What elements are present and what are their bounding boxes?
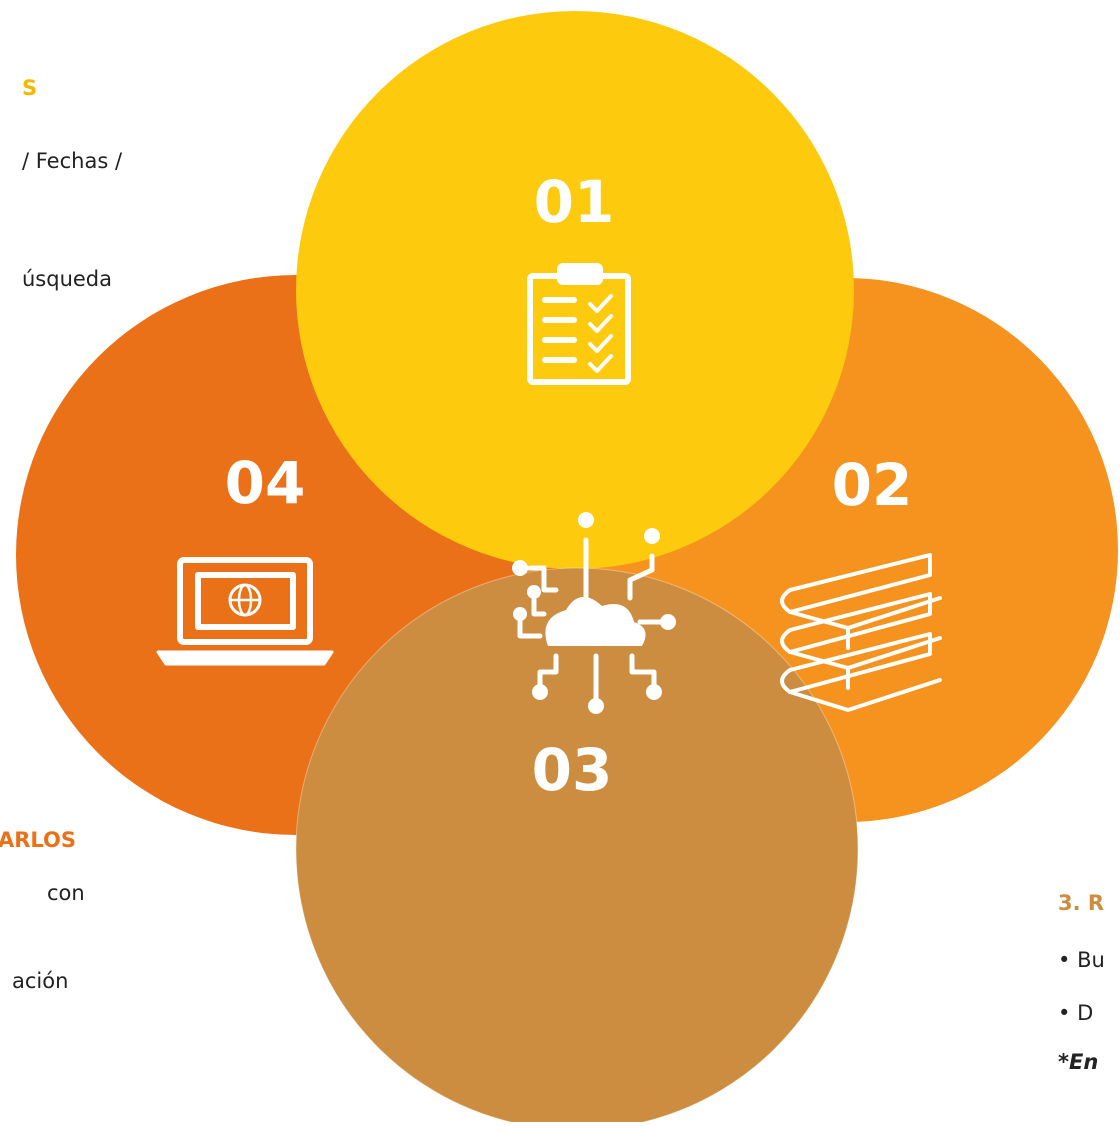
circle-03-number: 03 bbox=[532, 736, 613, 804]
circle-01 bbox=[296, 11, 854, 569]
circle-04-number: 04 bbox=[225, 449, 306, 517]
right-heading: 3. R bbox=[1058, 891, 1105, 915]
circle-03 bbox=[296, 568, 858, 1126]
bottom-left-line-1: con bbox=[47, 881, 85, 905]
right-note: *En bbox=[1058, 1050, 1099, 1074]
circle-02-number: 02 bbox=[832, 451, 913, 519]
clipboard-checklist-icon bbox=[527, 263, 631, 385]
bottom-left-line-2: ación bbox=[12, 969, 69, 993]
right-bullet-1: • Bu bbox=[1058, 948, 1105, 972]
top-left-line-1: / Fechas / bbox=[22, 149, 123, 173]
right-bullet-1-text: Bu bbox=[1077, 948, 1105, 972]
top-left-heading: S bbox=[22, 76, 38, 100]
top-left-line-2: úsqueda bbox=[22, 267, 113, 291]
laptop-globe-icon bbox=[156, 557, 334, 666]
right-bullet-2-text: D bbox=[1077, 1001, 1094, 1025]
cloud-network-icon bbox=[512, 512, 676, 714]
right-bullet-2: • D bbox=[1058, 1001, 1094, 1025]
bottom-left-heading: ARLOS bbox=[0, 828, 77, 852]
circle-01-number: 01 bbox=[534, 168, 615, 236]
books-stack-icon bbox=[780, 553, 942, 712]
